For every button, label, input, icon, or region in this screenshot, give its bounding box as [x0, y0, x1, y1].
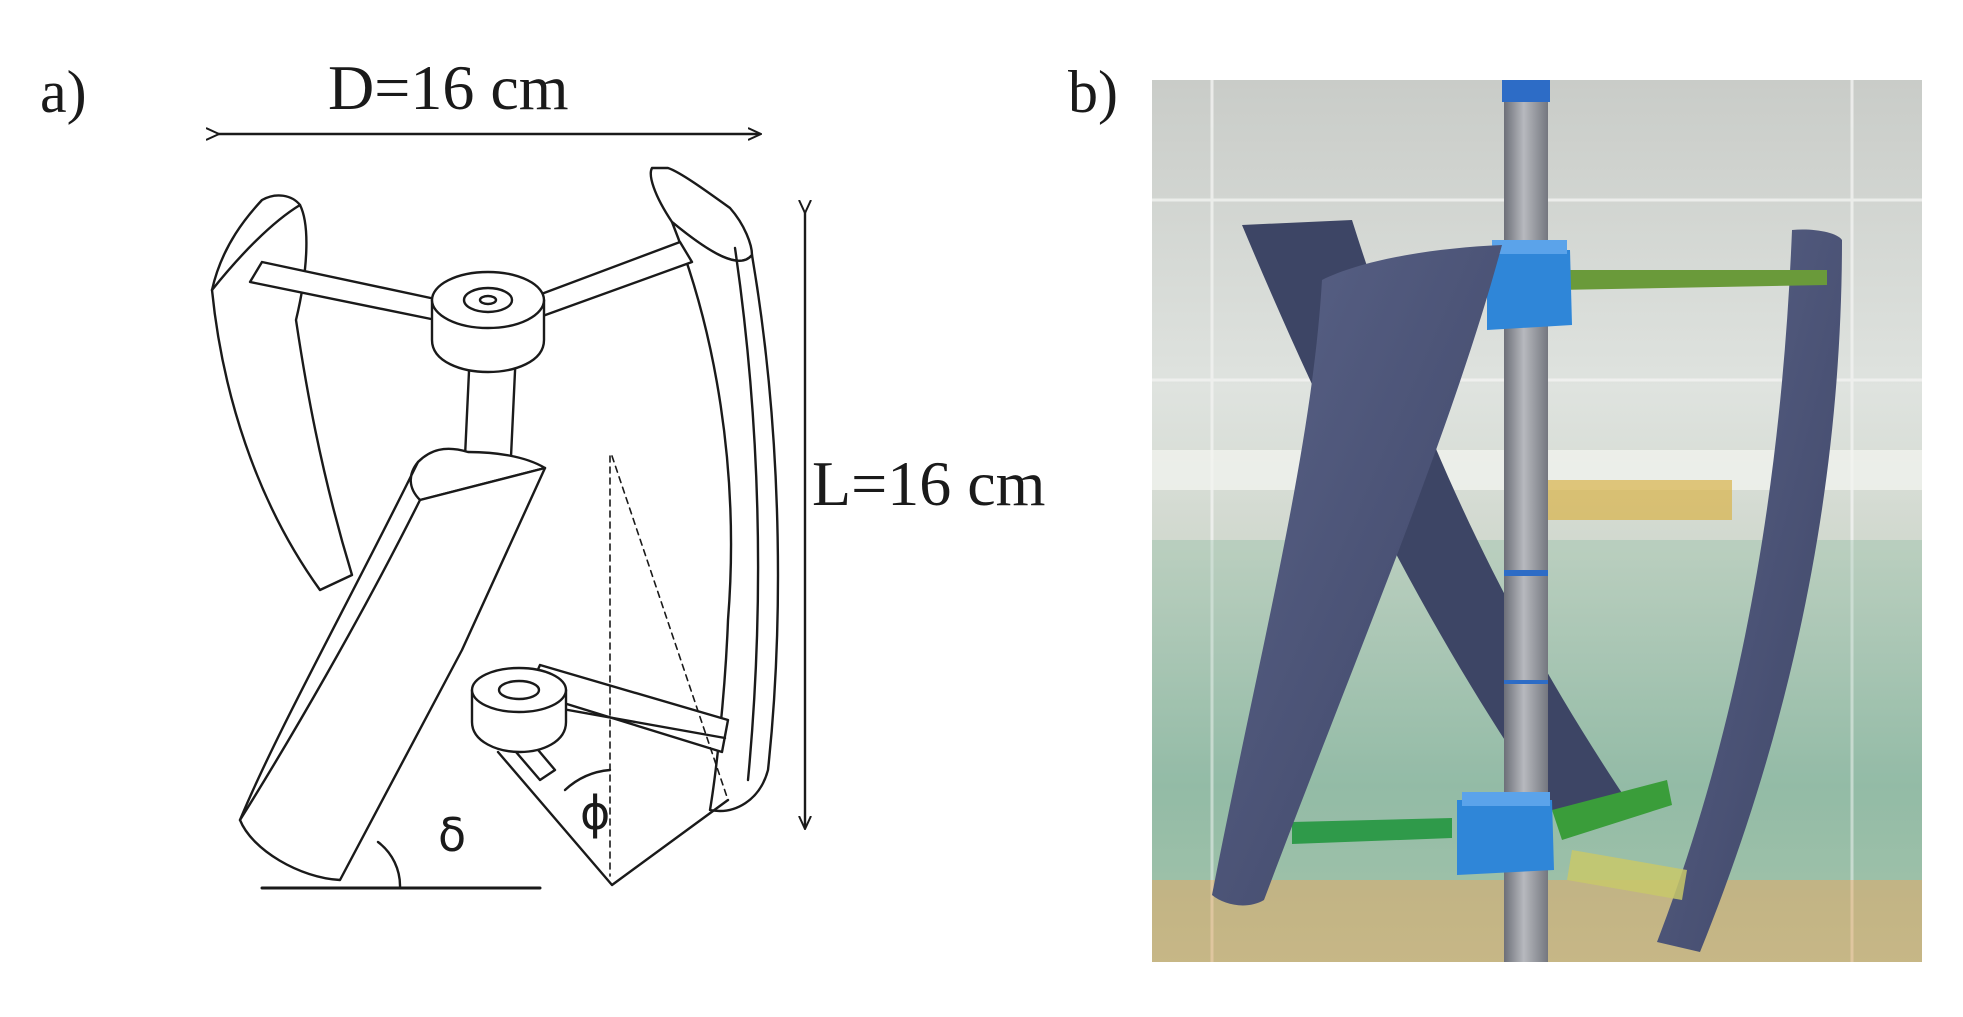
panel-b-label: b) [1068, 59, 1118, 125]
diameter-label: D=16 cm [328, 52, 569, 123]
phi-angle-arc [563, 768, 612, 792]
panel-a-label: a) [40, 59, 87, 125]
photo-front-blade [1212, 245, 1502, 906]
phi-angle-symbol: ϕ [580, 786, 611, 840]
turbine-photo [1152, 80, 1922, 962]
phi-triangle [496, 750, 730, 887]
upper-right-arm [518, 240, 694, 324]
photo-lower-hub [1457, 800, 1554, 875]
delta-angle-arc [376, 840, 402, 890]
dashed-diagonal [611, 455, 729, 801]
front-blade [409, 447, 547, 502]
turbine-line-drawing [0, 0, 1150, 890]
photo-upper-arm [1557, 270, 1827, 290]
photo-lower-right-arm [1552, 780, 1672, 840]
photo-right-blade [1657, 229, 1842, 952]
photo-lower-left-arm [1292, 818, 1452, 844]
back-left-blade [210, 194, 354, 592]
length-label: L=16 cm [812, 448, 1046, 519]
delta-angle-symbol: δ [438, 808, 467, 862]
photo-upper-hub [1487, 250, 1572, 330]
